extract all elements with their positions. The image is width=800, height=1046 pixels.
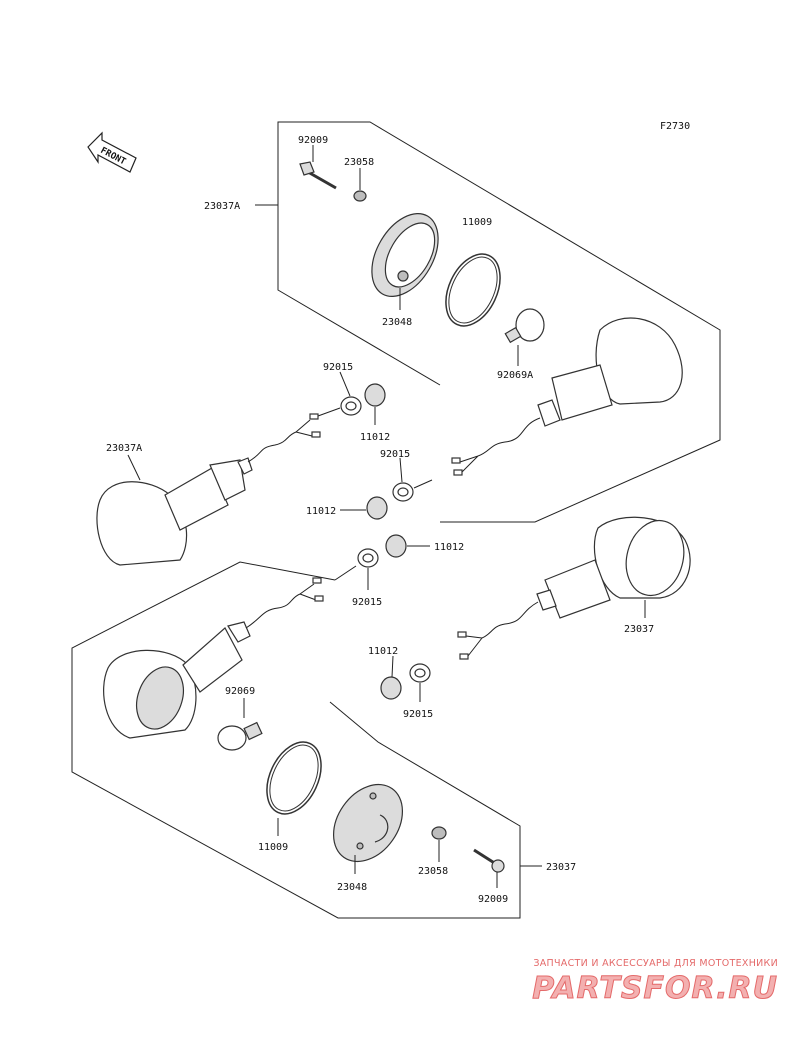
- gasket-11009-bottom: [266, 741, 322, 815]
- set-boundary-upper: [277, 121, 721, 523]
- bushing-11012-c: [385, 534, 407, 558]
- label-23048-bottom: 23048: [337, 882, 367, 893]
- label-92069: 92069: [225, 686, 255, 697]
- nut-23058-top: [353, 190, 367, 202]
- screw-92009-top: [299, 161, 337, 190]
- label-11009-top: 11009: [462, 217, 492, 228]
- label-11009-bottom: 11009: [258, 842, 288, 853]
- label-23037A-left: 23037A: [106, 443, 142, 454]
- label-23058-top: 23058: [344, 157, 374, 168]
- label-11012-c: 11012: [434, 542, 464, 553]
- label-92015-a: 92015: [323, 362, 353, 373]
- label-23037-set: 23037: [546, 862, 576, 873]
- label-11012-b: 11012: [306, 506, 336, 517]
- watermark-logo: PARTSFOR.RU: [532, 971, 778, 1007]
- label-92009-top: 92009: [298, 135, 328, 146]
- label-23048-top: 23048: [382, 317, 412, 328]
- watermark: ЗАПЧАСТИ И АКСЕССУАРЫ ДЛЯ МОТОТЕХНИКИ PA…: [532, 958, 778, 1007]
- label-11012-a: 11012: [360, 432, 390, 443]
- label-92015-b: 92015: [380, 449, 410, 460]
- bushing-11012-b: [366, 496, 388, 520]
- label-92069A: 92069A: [497, 370, 533, 381]
- bushing-11012-d: [380, 676, 402, 700]
- bulb-92069A: [504, 308, 545, 344]
- set-boundary-lower: [71, 561, 521, 919]
- signal-housing-lower-left: [103, 577, 324, 739]
- watermark-tagline: ЗАПЧАСТИ И АКСЕССУАРЫ ДЛЯ МОТОТЕХНИКИ: [533, 958, 778, 969]
- label-23058-bottom: 23058: [418, 866, 448, 877]
- label-23037-right: 23037: [624, 624, 654, 635]
- lens-holder-23048-bottom: [332, 783, 404, 863]
- label-92009-bottom: 92009: [478, 894, 508, 905]
- front-arrow-icon: FRONT: [87, 131, 137, 173]
- figure-code: F2730: [660, 121, 690, 132]
- label-92015-c: 92015: [352, 597, 382, 608]
- bulb-92069: [217, 721, 263, 751]
- lens-holder-23048-top: [371, 212, 439, 298]
- bushing-11012-a: [364, 383, 386, 407]
- screw-92009-bottom: [473, 848, 505, 873]
- signal-housing-left: [96, 413, 321, 566]
- label-11012-d: 11012: [368, 646, 398, 657]
- label-92015-d: 92015: [403, 709, 433, 720]
- signal-housing-lower-right: [457, 516, 691, 660]
- gasket-11009-top: [445, 253, 501, 327]
- label-23037A-set: 23037A: [204, 201, 240, 212]
- signal-housing-upper-right: [451, 317, 683, 476]
- nut-23058-bottom: [431, 826, 447, 840]
